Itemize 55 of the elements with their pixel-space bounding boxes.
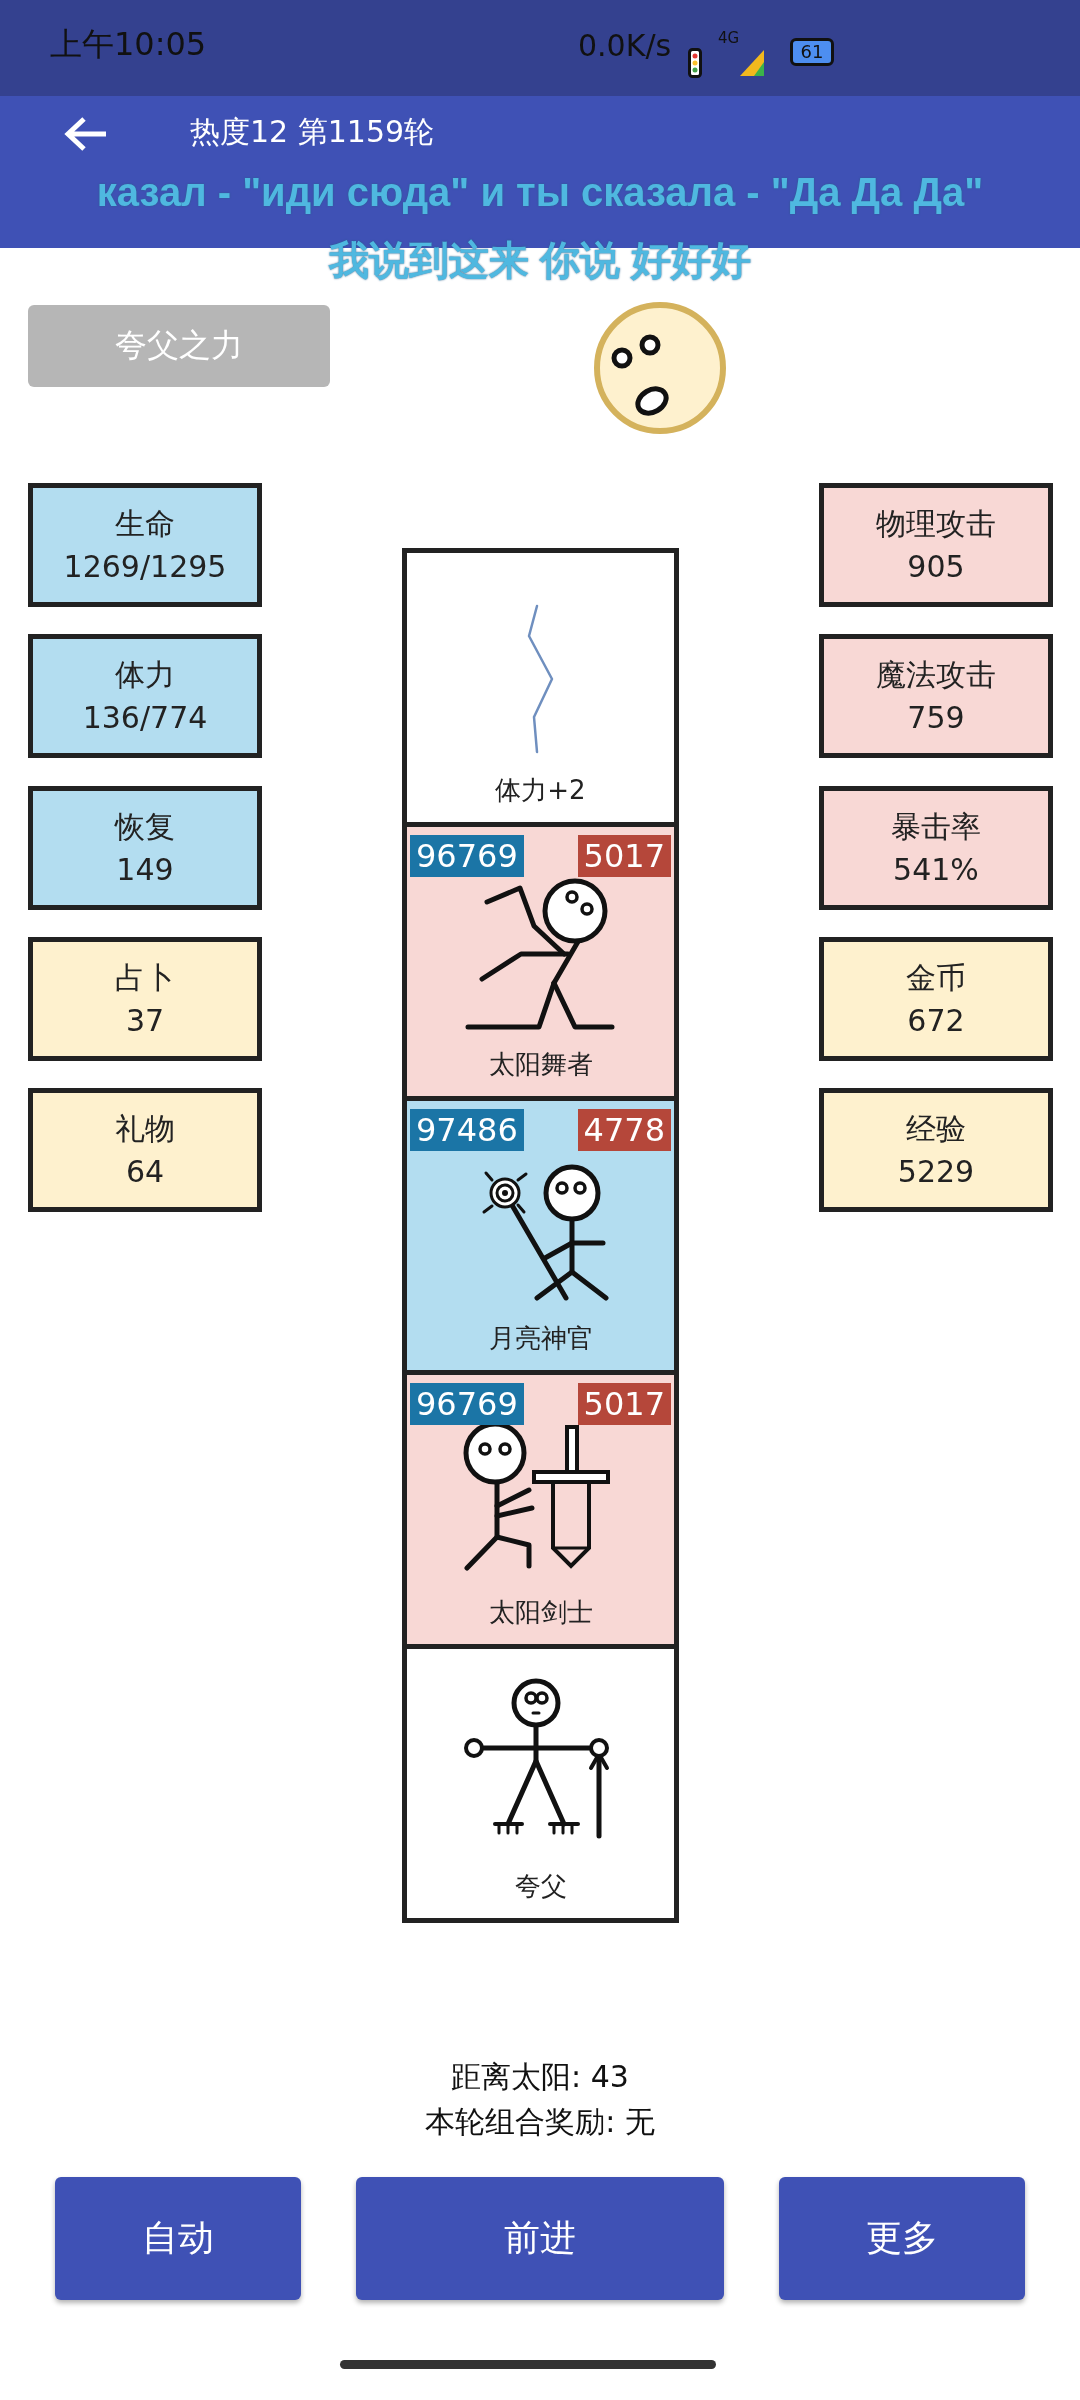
stat-value: 759 [907, 699, 965, 737]
subtitle-line: казал - "иди сюда" и ты сказала - "Да Да Да" [96, 169, 984, 216]
stat-value: 1269/1295 [63, 548, 227, 586]
stat-panel [819, 937, 1053, 1061]
power-button: 夸父之力 [28, 305, 330, 387]
stat-value: 905 [907, 548, 965, 586]
stat-panel [28, 483, 262, 607]
unit-name: 体力+2 [494, 774, 587, 807]
attack-badge: 5017 [577, 835, 671, 877]
unit-name: 太阳舞者 [487, 1048, 594, 1081]
combo-bonus-text: 本轮组合奖励: 无 [425, 2104, 655, 2140]
attack-badge: 4778 [577, 1109, 671, 1151]
battery-icon: 61 [790, 38, 834, 66]
network-speed: 0.0K/s [578, 28, 672, 64]
auto-button: 自动 [55, 2177, 301, 2300]
unit-name: 夸父 [513, 1870, 568, 1903]
stat-name: 暴击率 [891, 807, 981, 846]
clock-time: 上午10:05 [50, 24, 207, 64]
stat-panel [28, 786, 262, 910]
stat-name: 魔法攻击 [876, 655, 996, 694]
surprised-face-icon [592, 300, 728, 436]
advance-button: 前进 [356, 2177, 724, 2300]
stat-name: 经验 [906, 1109, 966, 1148]
stat-value: 37 [125, 1002, 165, 1040]
unit-name: 太阳剑士 [487, 1596, 594, 1629]
screen-title: 热度12 第1159轮 [190, 113, 435, 151]
unit-name: 月亮神官 [487, 1322, 594, 1355]
stat-panel [819, 483, 1053, 607]
stat-name: 恢复 [115, 807, 175, 846]
stat-panel [819, 1088, 1053, 1212]
stat-name: 体力 [115, 655, 175, 694]
stat-panel [28, 1088, 262, 1212]
stat-panel [28, 937, 262, 1061]
stat-name: 生命 [115, 504, 175, 543]
stat-name: 物理攻击 [876, 504, 996, 543]
stat-value: 672 [907, 1002, 965, 1040]
stat-value: 136/774 [82, 699, 208, 737]
stat-panel [28, 634, 262, 758]
stat-value: 541% [893, 851, 979, 889]
stat-name: 占卜 [115, 958, 175, 997]
hp-badge: 97486 [410, 1109, 524, 1151]
distance-text: 距离太阳: 43 [451, 2059, 629, 2095]
stat-value: 64 [125, 1153, 165, 1191]
hp-badge: 96769 [410, 1383, 524, 1425]
stat-panel [819, 786, 1053, 910]
stat-value: 149 [116, 851, 174, 889]
stat-name: 礼物 [115, 1109, 175, 1148]
attack-badge: 5017 [577, 1383, 671, 1425]
more-button: 更多 [779, 2177, 1025, 2300]
hp-badge: 96769 [410, 835, 524, 877]
stat-name: 金币 [906, 958, 966, 997]
subtitle-line: 我说到这来 你说 好好好 [328, 237, 752, 284]
stat-panel [819, 634, 1053, 758]
stat-value: 5229 [897, 1153, 975, 1191]
network-type: 4G [718, 29, 740, 47]
